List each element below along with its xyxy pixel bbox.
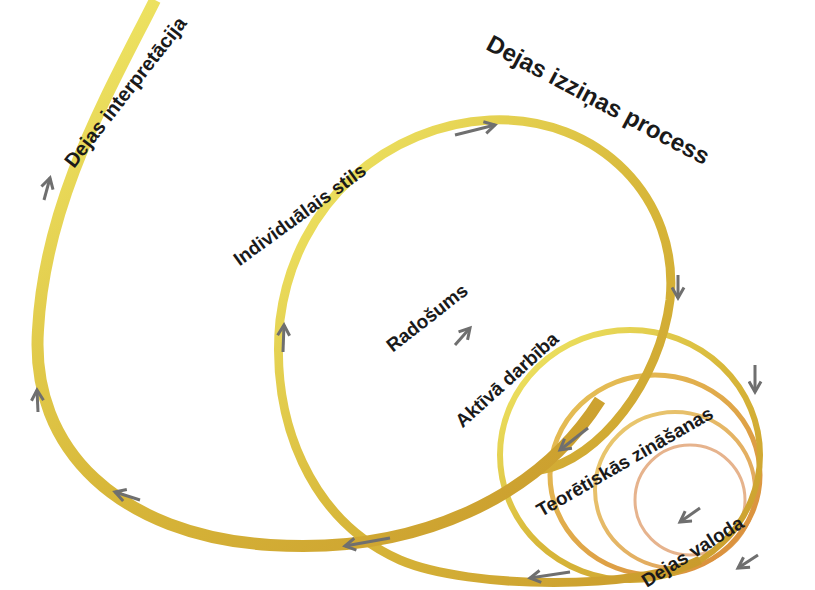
direction-arrows bbox=[37, 125, 758, 578]
outer-loop bbox=[38, 0, 600, 546]
spiral-label: Dejas valoda bbox=[638, 512, 748, 590]
spiral-label: Radošums bbox=[383, 280, 472, 356]
spiral-label: Dejas interpretācija bbox=[60, 13, 191, 172]
